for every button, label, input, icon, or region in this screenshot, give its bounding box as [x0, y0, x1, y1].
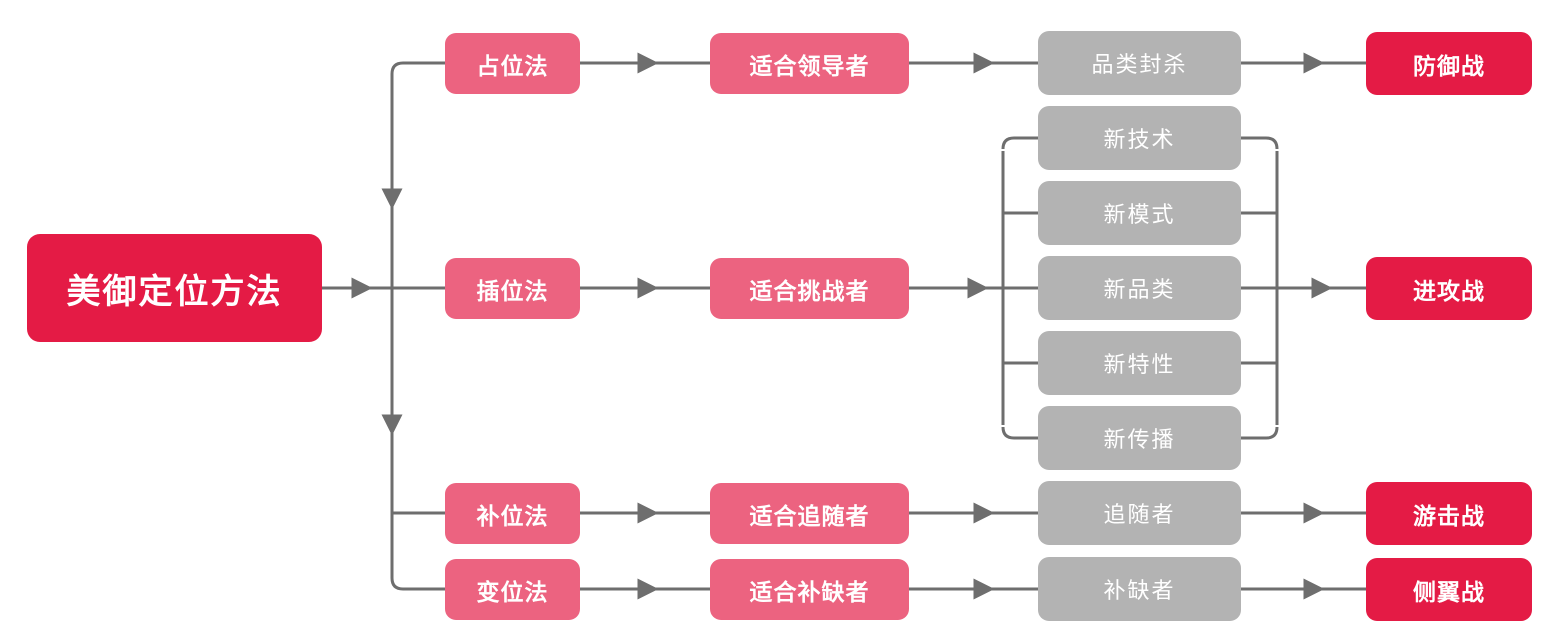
role-node-label: 适合追随者	[749, 502, 870, 529]
war-node-flank[interactable]: 侧翼战	[1366, 558, 1532, 621]
method-node-label: 补位法	[476, 502, 549, 529]
tactic-node-category-block[interactable]: 品类封杀	[1038, 31, 1241, 95]
role-node-label: 适合领导者	[749, 52, 870, 79]
role-node-label: 适合补缺者	[749, 578, 870, 605]
tactic-node-new-communication[interactable]: 新传播	[1038, 406, 1241, 470]
method-node-label: 变位法	[476, 578, 549, 605]
role-node-follower[interactable]: 适合追随者	[710, 483, 909, 544]
tactic-node-label: 追随者	[1103, 502, 1176, 527]
tactic-node-label: 新传播	[1103, 427, 1176, 452]
method-node-label: 插位法	[476, 277, 549, 304]
role-node-leader[interactable]: 适合领导者	[710, 33, 909, 94]
war-node-defense[interactable]: 防御战	[1366, 32, 1532, 95]
root-node[interactable]: 美御定位方法	[27, 234, 322, 342]
method-node-bianwei[interactable]: 变位法	[445, 559, 580, 620]
role-node-nicher[interactable]: 适合补缺者	[710, 559, 909, 620]
war-node-label: 游击战	[1413, 502, 1485, 529]
war-node-label: 进攻战	[1413, 277, 1485, 304]
tactic-node-label: 补缺者	[1103, 578, 1176, 603]
tactic-node-label: 新特性	[1103, 352, 1176, 377]
tactic-node-new-feature[interactable]: 新特性	[1038, 331, 1241, 395]
root-node-label: 美御定位方法	[66, 272, 283, 311]
war-node-offense[interactable]: 进攻战	[1366, 257, 1532, 320]
tactic-node-label: 新模式	[1103, 202, 1176, 227]
tactic-node-follower[interactable]: 追随者	[1038, 481, 1241, 545]
method-node-label: 占位法	[476, 52, 549, 79]
tactic-node-label: 新技术	[1103, 127, 1176, 152]
war-node-guerrilla[interactable]: 游击战	[1366, 482, 1532, 545]
role-node-label: 适合挑战者	[749, 277, 870, 304]
tactic-node-new-category[interactable]: 新品类	[1038, 256, 1241, 320]
method-node-buwei[interactable]: 补位法	[445, 483, 580, 544]
tactic-node-new-tech[interactable]: 新技术	[1038, 106, 1241, 170]
war-node-label: 防御战	[1413, 52, 1485, 79]
method-node-chawei[interactable]: 插位法	[445, 258, 580, 319]
tactic-node-new-model[interactable]: 新模式	[1038, 181, 1241, 245]
role-node-challenger[interactable]: 适合挑战者	[710, 258, 909, 319]
tactic-node-label: 新品类	[1103, 277, 1176, 302]
method-node-zhanwei[interactable]: 占位法	[445, 33, 580, 94]
tactic-node-nicher[interactable]: 补缺者	[1038, 557, 1241, 621]
tactic-node-label: 品类封杀	[1091, 52, 1188, 77]
war-node-label: 侧翼战	[1413, 578, 1485, 605]
